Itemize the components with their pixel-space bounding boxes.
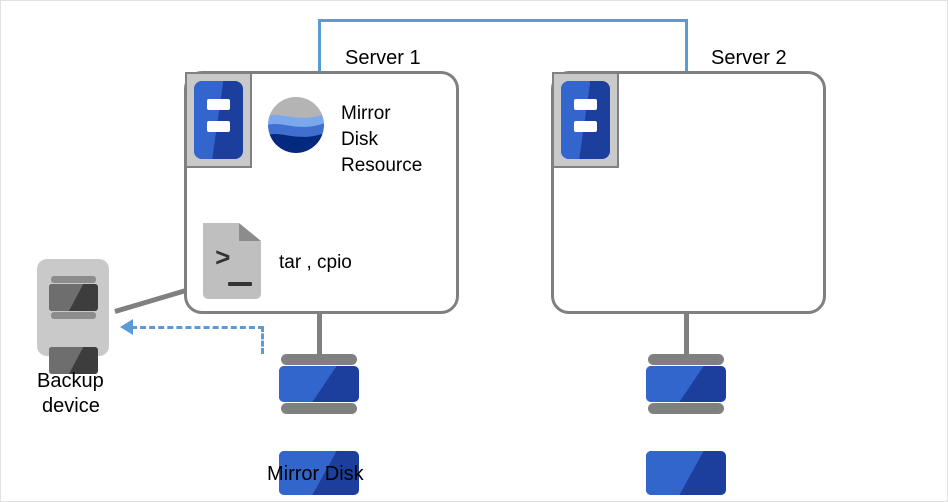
mirror-disk-label: Mirror Disk bbox=[267, 463, 364, 485]
script-terminal-icon: > bbox=[203, 223, 261, 299]
prompt-glyph: > bbox=[215, 244, 231, 274]
interconnect-left-segment bbox=[318, 19, 321, 74]
server-chassis-icon bbox=[552, 72, 619, 168]
prompt-underscore-icon bbox=[228, 282, 252, 286]
backup-path-arrowhead-icon bbox=[120, 319, 133, 335]
globe-icon bbox=[268, 97, 324, 153]
interconnect-top-segment bbox=[318, 19, 688, 22]
backup-device-label-line-2: device bbox=[42, 395, 100, 417]
tar-cpio-label: tar , cpio bbox=[279, 252, 352, 273]
server-chassis-icon bbox=[185, 72, 252, 168]
server-2-disk-connector bbox=[684, 313, 689, 357]
mirror-disk-resource-label-line-3: Resource bbox=[341, 155, 423, 176]
backup-device-server-connector bbox=[114, 288, 187, 314]
backup-device-icon bbox=[37, 259, 109, 374]
backup-device-label-line-1: Backup bbox=[37, 370, 104, 392]
server-2-box bbox=[551, 71, 826, 314]
server-2-label: Server 2 bbox=[711, 47, 787, 69]
server-1-label: Server 1 bbox=[345, 47, 421, 69]
interconnect-right-segment bbox=[685, 19, 688, 74]
server-1-disk-connector bbox=[317, 313, 322, 357]
disk-stack-icon bbox=[279, 354, 359, 495]
backup-path-vertical bbox=[261, 326, 264, 354]
backup-path-horizontal bbox=[131, 326, 264, 329]
mirror-disk-resource-label-line-2: Disk bbox=[341, 129, 378, 150]
mirror-disk-resource-label-line-1: Mirror bbox=[341, 103, 391, 124]
disk-stack-icon bbox=[646, 354, 726, 495]
